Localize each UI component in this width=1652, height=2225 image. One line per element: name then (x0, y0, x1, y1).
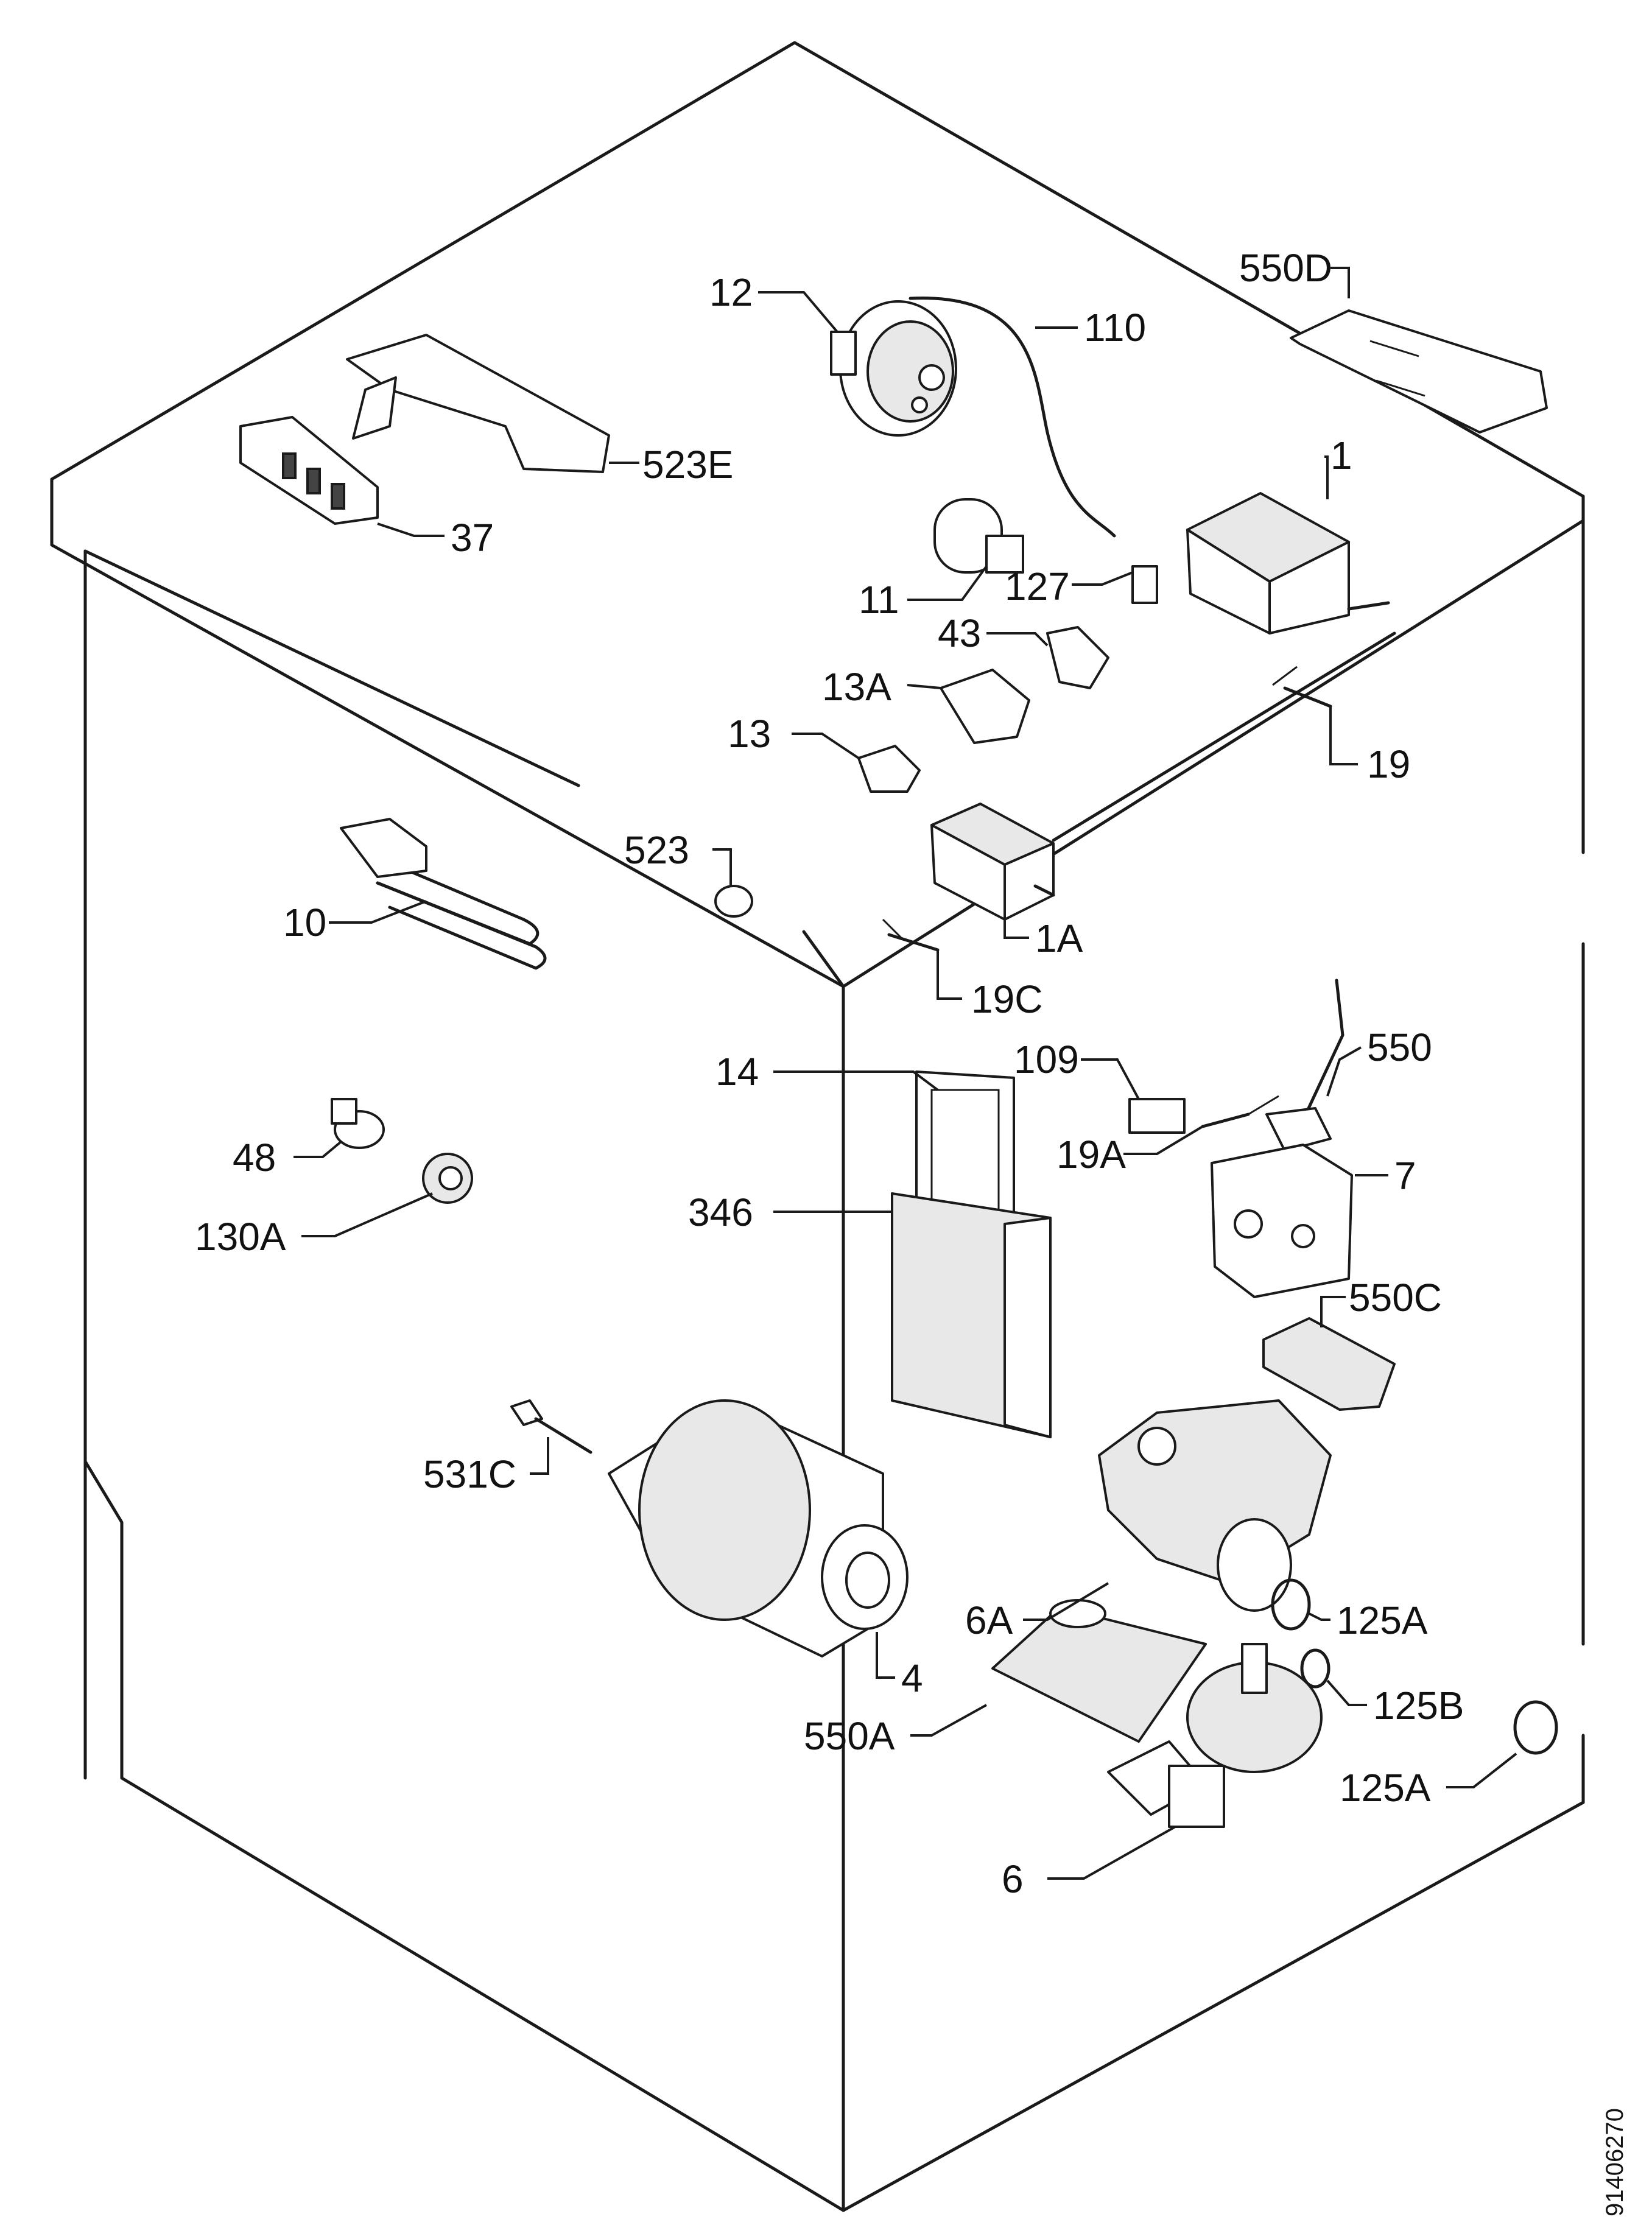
part-11-capacitor (933, 498, 1024, 574)
label-1: 1 (1330, 434, 1352, 477)
label-19a: 19A (1056, 1133, 1126, 1176)
part-12-pressure-switch (830, 300, 957, 437)
part-19-sensor (1272, 666, 1332, 708)
label-48: 48 (233, 1136, 276, 1179)
part-523e-bracket (346, 334, 610, 473)
label-19: 19 (1367, 742, 1410, 786)
label-12: 12 (709, 270, 753, 314)
part-13a-connector (940, 669, 1030, 744)
label-1a: 1A (1035, 916, 1083, 960)
part-48-indicator-lamp (331, 1098, 385, 1149)
label-550a: 550A (804, 1714, 895, 1758)
part-43-switch (1046, 626, 1109, 689)
part-550a-support (991, 1599, 1207, 1743)
part-110-hose (909, 297, 1116, 538)
label-6a: 6A (965, 1598, 1013, 1642)
part-109-cap (1128, 1098, 1186, 1134)
label-523e: 523E (642, 443, 733, 487)
label-550c: 550C (1349, 1276, 1442, 1320)
label-125a-lower: 125A (1340, 1766, 1431, 1810)
label-43: 43 (938, 611, 981, 655)
label-110: 110 (1084, 306, 1146, 350)
part-1-programmer (1186, 492, 1390, 634)
part-523-clip (714, 885, 753, 918)
label-346: 346 (688, 1190, 753, 1234)
label-11: 11 (859, 578, 899, 622)
label-10: 10 (283, 901, 326, 944)
label-550: 550 (1367, 1025, 1432, 1069)
label-13: 13 (728, 712, 771, 756)
part-125a-seal-lower (1513, 1700, 1558, 1755)
document-number: 91406270 (1601, 2108, 1628, 2216)
part-130a-knob (422, 1153, 473, 1204)
label-531c: 531C (423, 1452, 516, 1496)
label-19c: 19C (971, 977, 1042, 1021)
part-127-connector (1131, 565, 1158, 604)
label-14: 14 (715, 1050, 759, 1094)
part-1a-selector-switch (930, 803, 1055, 921)
label-4: 4 (901, 1656, 923, 1700)
leader-lines (293, 267, 1517, 1880)
part-125b-seal (1300, 1648, 1330, 1689)
part-550c-cover (1262, 1317, 1396, 1411)
part-531c-screw (510, 1399, 592, 1454)
part-346-dispenser-housing (891, 1192, 1052, 1438)
part-labels: 550D 12 110 523E 37 1 11 127 43 13A 13 1… (195, 246, 1464, 1901)
label-550d: 550D (1239, 246, 1332, 290)
part-550-lever (1265, 979, 1344, 1152)
part-7-door-lock (1211, 1144, 1353, 1298)
part-19a-sensor (1201, 1095, 1279, 1128)
label-125a-upper: 125A (1337, 1598, 1428, 1642)
label-523: 523 (624, 828, 689, 872)
part-19c-sensor (882, 918, 940, 952)
part-125a-seal-upper (1271, 1578, 1311, 1631)
label-6: 6 (1002, 1857, 1024, 1901)
label-37: 37 (451, 516, 494, 560)
label-127: 127 (1005, 564, 1070, 608)
label-109: 109 (1014, 1038, 1079, 1081)
part-550d-cover-plate (1290, 309, 1548, 434)
part-10-heater (340, 818, 547, 970)
label-130a: 130A (195, 1215, 286, 1259)
part-6a-pump-body (1098, 1399, 1332, 1612)
label-125b: 125B (1373, 1684, 1464, 1728)
label-13a: 13A (822, 665, 891, 709)
part-13-connector (857, 745, 921, 793)
part-37-terminal-block (239, 416, 379, 525)
part-4-motor (608, 1399, 909, 1657)
part-6-drain-pump (1107, 1643, 1323, 1828)
label-7: 7 (1394, 1154, 1416, 1198)
